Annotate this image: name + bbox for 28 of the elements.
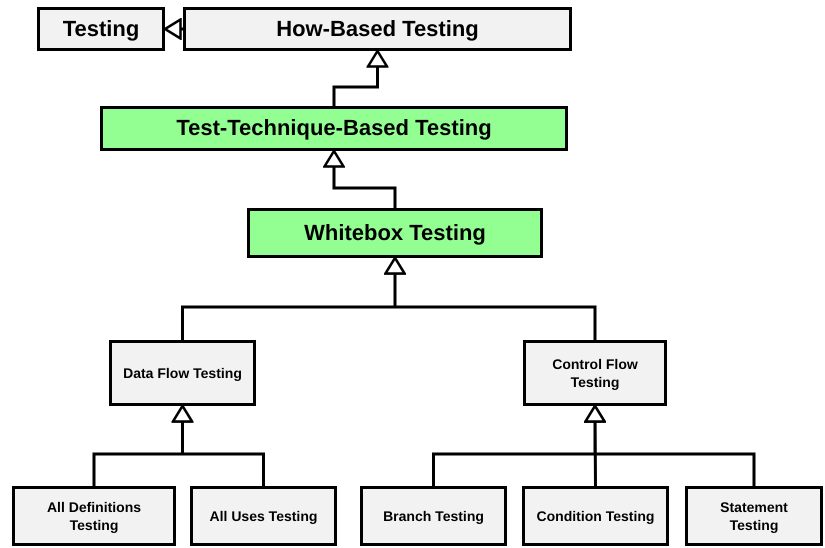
box-label: Testing <box>62 14 140 43</box>
box-label: Whitebox Testing <box>304 218 486 247</box>
class-box <box>183 7 572 51</box>
class-box <box>685 486 823 546</box>
box-label: How-Based Testing <box>276 14 479 43</box>
box-label: Statement Testing <box>719 498 789 534</box>
box-label: Data Flow Testing <box>123 364 242 382</box>
class-box <box>109 340 256 406</box>
class-box <box>190 486 337 546</box>
class-box <box>37 7 165 51</box>
class-box <box>522 486 669 546</box>
box-label: All Uses Testing <box>210 506 318 526</box>
box-label: Control Flow Testing <box>551 354 639 392</box>
class-box <box>523 340 667 406</box>
arrow <box>384 256 596 340</box>
box-label: Condition Testing <box>536 506 654 526</box>
arrow <box>323 150 396 208</box>
class-box <box>12 486 176 546</box>
box-label: Branch Testing <box>383 506 484 526</box>
arrow <box>172 404 265 486</box>
box-label: All Definitions Testing <box>46 498 142 534</box>
box-label: Test-Technique-Based Testing <box>176 114 492 142</box>
highlighted-box <box>247 208 543 258</box>
arrow <box>332 50 388 106</box>
arrow <box>584 404 756 486</box>
class-box <box>360 486 507 546</box>
highlighted-box <box>100 106 568 151</box>
arrow <box>164 18 183 40</box>
